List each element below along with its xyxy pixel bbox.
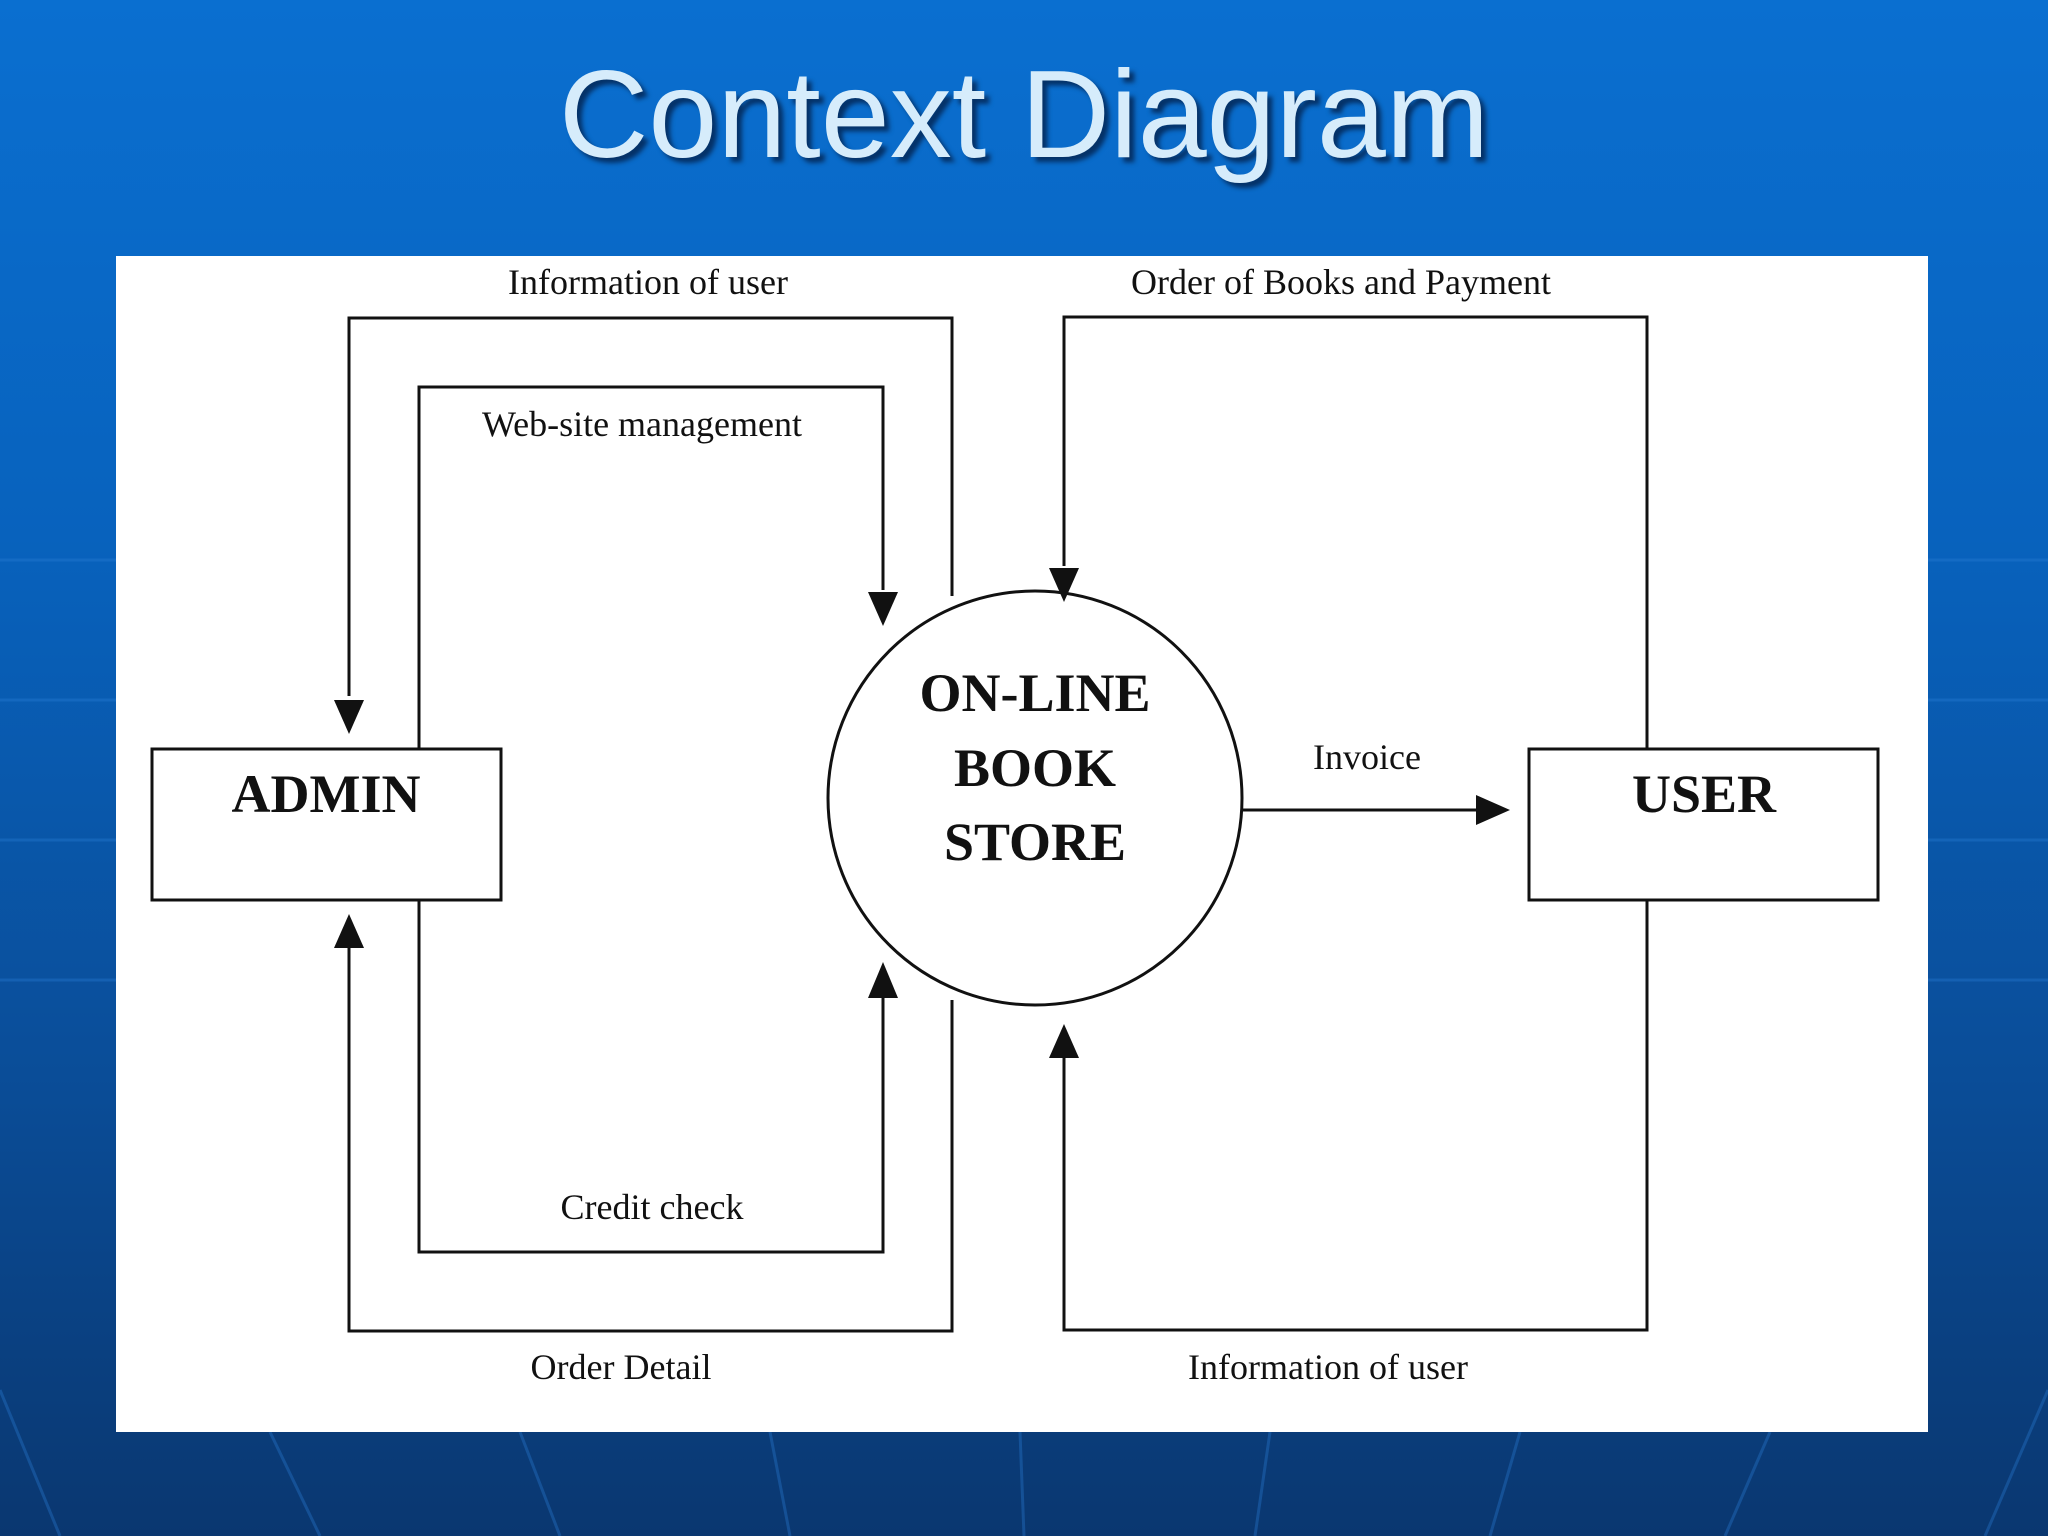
- arrowhead-invoice: [1476, 795, 1510, 825]
- arrowhead-order-books-payment: [1049, 568, 1079, 602]
- arrowhead-order-detail: [334, 914, 364, 948]
- label-credit-check: Credit check: [561, 1187, 744, 1227]
- flow-order-books-payment: [1062, 315, 1649, 749]
- context-diagram: ADMIN USER ON-LINE BOOK STORE Informatio…: [116, 256, 1928, 1432]
- label-order-detail: Order Detail: [531, 1347, 712, 1387]
- admin-entity-box: [150, 747, 503, 902]
- process-label-line3: STORE: [944, 812, 1126, 872]
- flow-info-user-top: [347, 316, 954, 696]
- user-label: USER: [1632, 764, 1777, 824]
- diagram-canvas: ADMIN USER ON-LINE BOOK STORE Informatio…: [150, 262, 1880, 1387]
- arrowhead-info-user-top: [334, 700, 364, 734]
- admin-label: ADMIN: [232, 764, 421, 824]
- process-label-line2: BOOK: [954, 738, 1116, 798]
- label-website-management: Web-site management: [482, 404, 802, 444]
- flow-order-detail: [347, 946, 954, 1333]
- flow-website-management: [417, 385, 885, 749]
- flow-credit-check: [417, 900, 885, 1254]
- process-label-line1: ON-LINE: [919, 663, 1150, 723]
- process-circle: [826, 589, 1244, 1007]
- arrowhead-info-user-bottom: [1049, 1024, 1079, 1058]
- user-entity-box: [1527, 747, 1880, 902]
- flow-info-user-bottom: [1062, 900, 1649, 1332]
- label-info-user-top: Information of user: [508, 262, 788, 302]
- slide-title: Context Diagram: [558, 46, 1490, 184]
- arrowhead-credit-check: [868, 962, 898, 998]
- arrowhead-website-management: [868, 592, 898, 626]
- label-invoice: Invoice: [1313, 737, 1421, 777]
- label-order-books-payment: Order of Books and Payment: [1131, 262, 1551, 302]
- label-info-user-bottom: Information of user: [1188, 1347, 1468, 1387]
